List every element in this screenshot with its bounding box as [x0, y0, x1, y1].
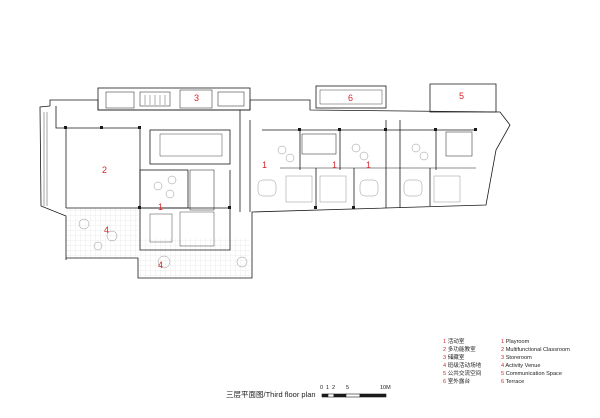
- legend-en-5: 5 Communication Space: [501, 371, 562, 377]
- scale-tick-label: 10M: [380, 385, 391, 391]
- scale-tick-label: 0: [320, 385, 324, 391]
- room-label-1: 1: [366, 160, 371, 170]
- room-label-3: 3: [194, 93, 199, 103]
- left-facade: [39, 105, 67, 260]
- scale-tick-label: 1: [326, 385, 330, 391]
- room-label-5: 5: [459, 91, 464, 101]
- room-label-2: 2: [102, 165, 107, 175]
- legend-cn-6: 6 室外露台: [443, 379, 471, 385]
- room-label-4: 4: [158, 260, 163, 270]
- legend-en-3: 3 Storeroom: [501, 355, 532, 361]
- scale-tick-label: 5: [346, 385, 350, 391]
- room-label-6: 6: [348, 93, 353, 103]
- legend-en-1: 1 Playroom: [501, 339, 530, 345]
- room-label-1: 1: [262, 160, 267, 170]
- activity-venue-hatch-bottom: [138, 238, 250, 278]
- drawing-title: 三层平面图/Third floor plan: [226, 390, 316, 399]
- scale-tick-label: 2: [332, 385, 336, 391]
- legend-en-2: 2 Multifunctional Classroom: [501, 347, 570, 353]
- room-label-4: 4: [104, 225, 109, 235]
- legend-cn-1: 1 活动室: [443, 339, 465, 345]
- activity-venue-hatch-left: [66, 208, 138, 258]
- legend-cn-2: 2 多功能教室: [443, 347, 476, 353]
- legend-en-4: 4 Activity Venue: [501, 363, 541, 369]
- room-label-1: 1: [332, 160, 337, 170]
- terrace-outline: [315, 85, 387, 109]
- legend-cn-5: 5 公共交流空间: [443, 371, 482, 377]
- scale-bar: [321, 393, 387, 398]
- room-label-1: 1: [158, 202, 163, 212]
- legend-cn-3: 3 储藏室: [443, 355, 465, 361]
- legend-en-6: 6 Terrace: [501, 379, 525, 385]
- legend-cn-4: 4 班级活动场地: [443, 363, 482, 369]
